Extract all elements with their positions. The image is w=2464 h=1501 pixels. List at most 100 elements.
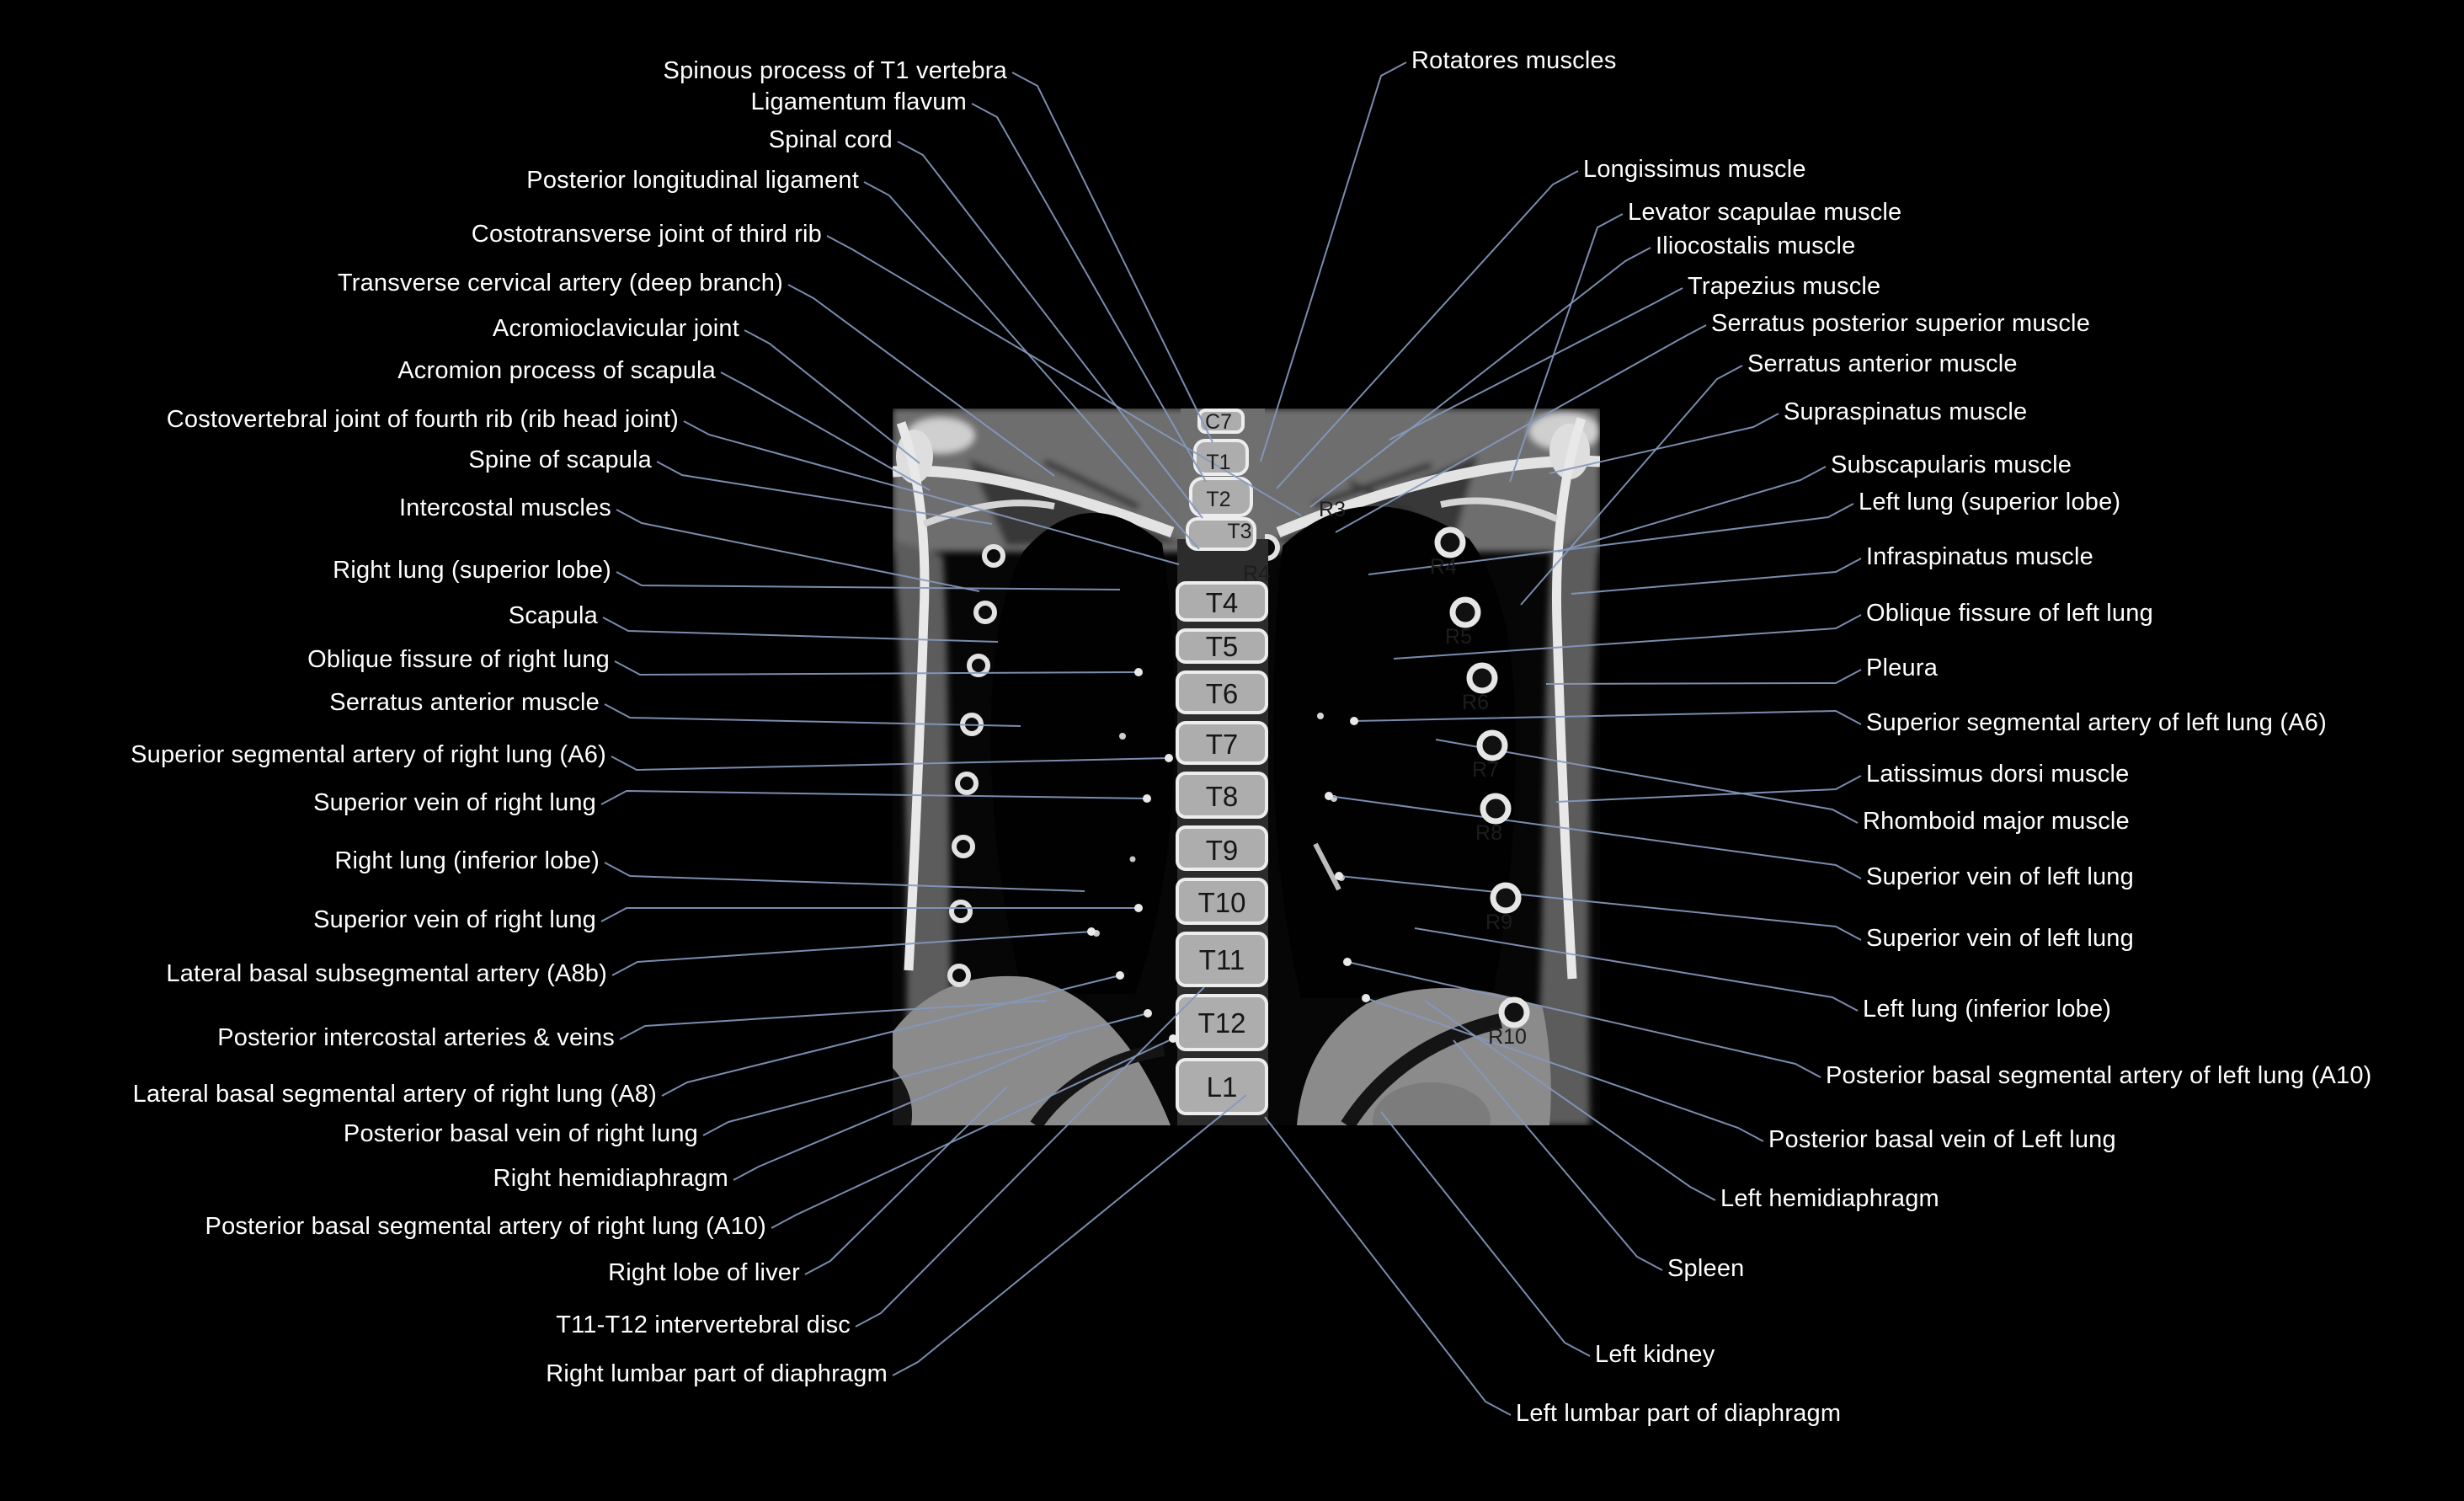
ct-marker-r4: R4 [1243,562,1270,585]
leader-line [656,461,993,525]
leader-line [744,329,920,464]
leader-lines [600,61,1862,1416]
leader-line [604,862,1085,892]
anatomy-label: Left lumbar part of diaphragm [1516,1400,1842,1427]
anatomy-label: Left kidney [1595,1341,1715,1368]
anatomy-label: Oblique fissure of left lung [1866,600,2153,627]
ct-marker-t2: T2 [1206,488,1230,511]
leader-line [863,181,1200,550]
anatomy-label: Posterior basal vein of Left lung [1768,1126,2116,1153]
anatomy-label: Serratus anterior muscle [329,689,600,716]
ct-marker-t11: T11 [1199,944,1245,975]
leader-line [804,1086,1008,1275]
leader-line [1264,1116,1512,1416]
anatomy-label: Costovertebral joint of fourth rib (rib … [166,406,679,433]
leader-endpoint-dot [1343,958,1352,966]
leader-line [1353,709,1862,725]
ct-marker-t10: T10 [1198,887,1246,918]
anatomy-label: Right lung (inferior lobe) [334,847,600,874]
rib-cross-section [1490,882,1522,914]
anatomy-label: Acromioclavicular joint [492,315,739,342]
ct-marker-t9: T9 [1206,835,1239,866]
leader-line [600,789,1148,805]
leader-line [1414,927,1859,1012]
leader-endpoint-dot [1362,994,1370,1002]
leader-endpoint-dot [1134,668,1143,676]
anatomy-label: Spleen [1667,1255,1745,1282]
anatomy-label: Levator scapulae muscle [1628,199,1902,226]
anatomy-label: Spine of scapula [468,446,652,473]
anatomy-label: Acromion process of scapula [397,357,716,384]
anatomy-label: Costotransverse joint of third rib [471,221,822,248]
leader-endpoint-dot [1087,927,1096,936]
anatomy-label: Serratus anterior muscle [1747,350,2018,377]
leader-line [616,509,980,592]
leader-line [600,907,1139,922]
leader-line [1347,961,1821,1078]
leader-line [771,1038,1174,1229]
anatomy-label: Rotatores muscles [1411,47,1617,74]
anatomy-label: Rhomboid major muscle [1863,808,2130,835]
anatomy-label: Iliocostalis muscle [1656,232,1856,259]
anatomy-label: Posterior basal segmental artery of righ… [205,1213,766,1240]
leader-line [787,284,1055,477]
anatomy-label: Intercostal muscles [399,494,611,521]
rib-cross-section [1480,793,1512,825]
ct-marker-t6: T6 [1206,678,1239,709]
anatomy-label: Ligamentum flavum [750,88,967,115]
anatomy-label: Left lung (superior lobe) [1859,489,2121,515]
anatomy-label: Right hemidiaphragm [493,1165,728,1192]
leader-line [733,1035,1069,1181]
ct-markers: C7T1T2T3R3R4T4T5T6T7T8T9T10T11T12L1R4R5R… [1198,410,1530,1103]
anatomy-label: Lateral basal subsegmental artery (A8b) [166,960,607,987]
leader-endpoint-dot [1143,794,1151,803]
leader-line [1393,614,1862,660]
leader-endpoint-dot [1116,971,1124,980]
anatomy-label: Superior vein of right lung [313,789,596,816]
anatomy-label: Superior segmental artery of left lung (… [1866,709,2327,736]
anatomy-label: Infraspinatus muscle [1866,543,2093,570]
rib-cross-section [1434,526,1466,558]
leader-line [1435,739,1859,824]
anatomy-label: Pleura [1866,654,1939,681]
anatomy-label: Posterior longitudinal ligament [526,167,859,194]
anatomy-label: Posterior intercostal arteries & veins [217,1024,615,1051]
leader-line [619,1000,1048,1040]
anatomy-label: Superior vein of left lung [1866,925,2134,952]
anatomy-label: Latissimus dorsi muscle [1866,761,2130,788]
ct-marker-t4: T4 [1206,587,1239,618]
leader-endpoint-dot [1335,872,1343,880]
leader-endpoint-dot [1134,904,1143,912]
ct-marker-t5: T5 [1206,631,1239,662]
leader-line [602,617,999,643]
anatomy-label: Trapezius muscle [1688,273,1881,300]
leader-line [1453,1039,1663,1271]
rib-cross-section [1466,662,1498,694]
leader-line [897,141,1203,519]
rib-cross-section [1498,996,1530,1028]
anatomy-label: Transverse cervical artery (deep branch) [337,270,783,296]
anatomy-label: Right lobe of liver [608,1259,800,1286]
ct-marker-t8: T8 [1206,781,1239,812]
leader-line [1011,72,1213,443]
rib-cross-section [1449,596,1481,628]
leader-endpoint-dot [1350,717,1358,725]
anatomy-label: Left hemidiaphragm [1720,1185,1939,1212]
leader-line [1260,61,1407,462]
leader-line [1555,775,1862,803]
leader-line [1549,413,1779,474]
anatomy-label: Spinal cord [768,126,893,153]
anatomy-label: Right lumbar part of diaphragm [546,1360,888,1387]
rib-cross-section [1476,729,1508,761]
ct-marker-l1: L1 [1207,1071,1238,1103]
anatomy-label: Left lung (inferior lobe) [1863,996,2112,1023]
leader-line [720,371,931,491]
anatomy-label: Oblique fissure of right lung [307,646,610,673]
ct-marker-c7: C7 [1205,410,1232,434]
anatomy-label: Posterior basal vein of right lung [343,1120,698,1147]
leader-line [683,420,1180,565]
leader-line [1335,324,1707,533]
leader-endpoint-dot [1165,754,1173,762]
